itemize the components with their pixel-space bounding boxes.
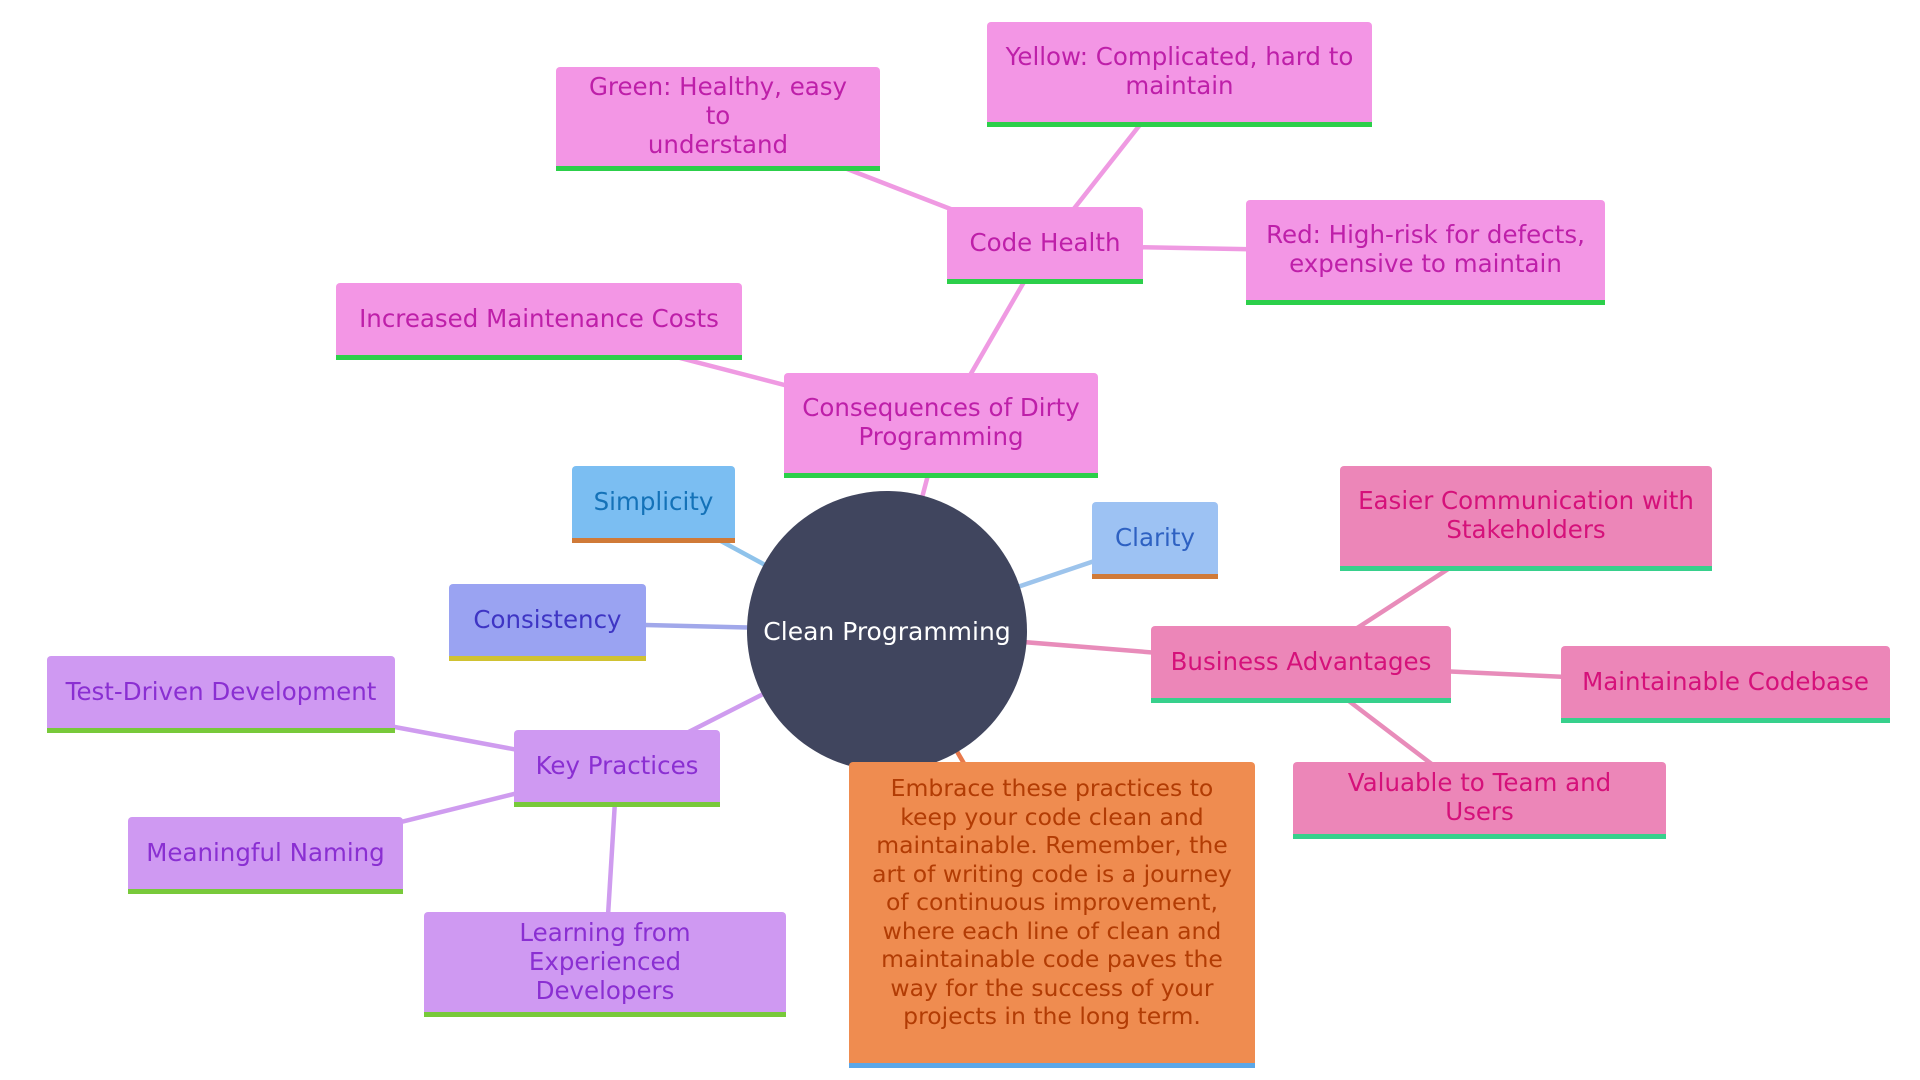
node-label: Business Advantages	[1170, 646, 1432, 676]
node-label-line: Red: High-risk for defects,	[1266, 220, 1585, 249]
node-meaningful-naming[interactable]: Meaningful Naming	[128, 817, 403, 894]
node-label: Increased Maintenance Costs	[359, 303, 719, 333]
node-label-line: projects in the long term.	[903, 1002, 1201, 1030]
node-yellow-complicated[interactable]: Yellow: Complicated, hard to maintain	[987, 22, 1372, 127]
node-label-line: keep your code clean and	[900, 802, 1204, 831]
node-simplicity[interactable]: Simplicity	[572, 466, 735, 543]
node-label-line: where each line of clean and	[882, 916, 1222, 945]
node-label-line: expensive to maintain	[1289, 249, 1562, 278]
node-label: Clarity	[1115, 522, 1195, 552]
node-valuable-to-team-and-users[interactable]: Valuable to Team and Users	[1293, 762, 1666, 839]
node-label-line: understand	[647, 130, 789, 159]
node-clarity[interactable]: Clarity	[1092, 502, 1218, 579]
node-label-line: of continuous improvement,	[886, 888, 1218, 916]
node-label: Key Practices	[535, 750, 699, 780]
node-consequences-of-dirty-programming[interactable]: Consequences of Dirty Programming	[784, 373, 1098, 478]
node-label-line: Green: Healthy, easy to	[588, 72, 848, 130]
node-label-line: maintainable. Remember, the	[876, 831, 1228, 859]
node-key-practices[interactable]: Key Practices	[514, 730, 720, 807]
node-label: Test-Driven Development	[65, 676, 377, 706]
node-test-driven-development[interactable]: Test-Driven Development	[47, 656, 395, 733]
node-label-line: Embrace these practices to	[890, 774, 1214, 802]
node-label-line: art of writing code is a journey	[872, 859, 1232, 888]
node-consistency[interactable]: Consistency	[449, 584, 646, 661]
node-label-line: Programming	[858, 422, 1024, 451]
node-label: Consistency	[473, 604, 622, 634]
node-label-line: Learning from Experienced	[519, 917, 691, 976]
node-label-line: maintain	[1125, 71, 1234, 100]
node-label: Maintainable Codebase	[1582, 666, 1869, 696]
node-business-advantages[interactable]: Business Advantages	[1151, 626, 1451, 703]
node-easier-communication[interactable]: Easier Communication with Stakeholders	[1340, 466, 1712, 571]
root-node-label: Clean Programming	[763, 616, 1011, 646]
node-label-line: Easier Communication with	[1358, 486, 1694, 515]
node-learning-from-experienced-developers[interactable]: Learning from Experienced Developers	[424, 912, 786, 1017]
node-maintainable-codebase[interactable]: Maintainable Codebase	[1561, 646, 1890, 723]
node-green-healthy[interactable]: Green: Healthy, easy to understand	[556, 67, 880, 171]
node-label-line: Stakeholders	[1446, 515, 1606, 544]
node-increased-maintenance-costs[interactable]: Increased Maintenance Costs	[336, 283, 742, 360]
node-label-line: maintainable code paves the	[881, 945, 1223, 973]
node-label-line: way for the success of your	[890, 973, 1214, 1002]
node-label-line: Consequences of Dirty	[802, 393, 1080, 422]
node-red-high-risk[interactable]: Red: High-risk for defects, expensive to…	[1246, 200, 1605, 305]
node-label-line: Developers	[535, 975, 675, 1005]
node-label: Simplicity	[593, 486, 714, 516]
node-label: Meaningful Naming	[146, 837, 385, 867]
node-label: Code Health	[969, 227, 1121, 257]
node-code-health[interactable]: Code Health	[947, 207, 1143, 284]
root-node-clean-programming[interactable]: Clean Programming	[747, 491, 1027, 771]
node-label-line: Yellow: Complicated, hard to	[1005, 42, 1354, 71]
node-summary-note[interactable]: Embrace these practices to keep your cod…	[849, 762, 1255, 1068]
node-label: Valuable to Team and Users	[1347, 768, 1612, 826]
